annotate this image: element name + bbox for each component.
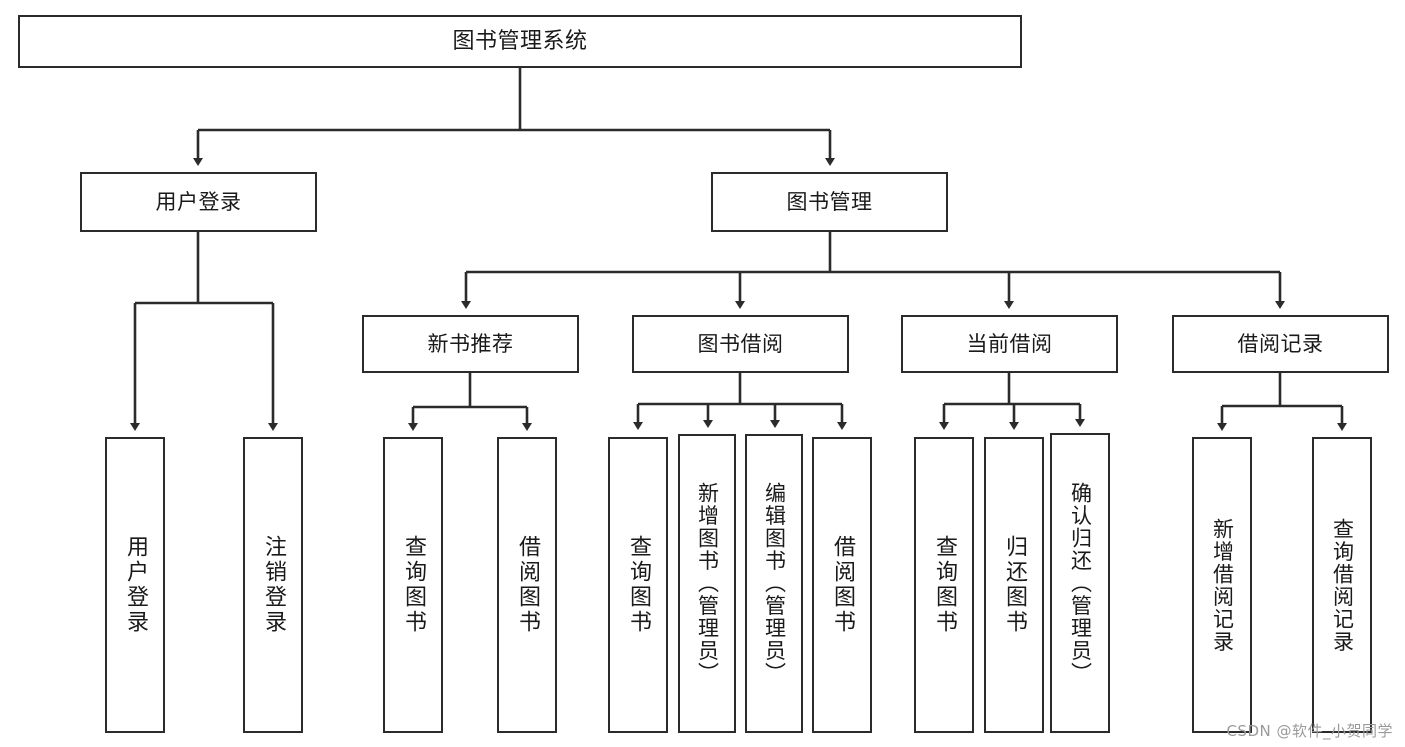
node-new-book-recommend[interactable]: 新书推荐 [362, 315, 579, 373]
node-leaf-user-login-label: 用户登录 [123, 535, 148, 635]
node-leaf-edit-book-admin[interactable]: 编辑图书（管理员） [745, 434, 803, 733]
node-book-manage-label: 图书管理 [786, 189, 873, 214]
node-leaf-query-book-3[interactable]: 查询图书 [914, 437, 974, 733]
node-leaf-borrow-book-1[interactable]: 借阅图书 [497, 437, 557, 733]
node-leaf-confirm-return-admin-label: 确认归还（管理员） [1068, 481, 1093, 685]
watermark: CSDN @软件_小贺同学 [1226, 722, 1393, 740]
node-user-login-label: 用户登录 [155, 189, 242, 214]
node-leaf-query-book-2-label: 查询图书 [626, 535, 651, 635]
node-leaf-add-book-admin[interactable]: 新增图书（管理员） [678, 434, 736, 733]
node-leaf-query-borrow-record-label: 查询借阅记录 [1330, 517, 1355, 653]
node-current-borrow[interactable]: 当前借阅 [901, 315, 1118, 373]
node-leaf-query-book-3-label: 查询图书 [932, 535, 957, 635]
node-user-login[interactable]: 用户登录 [80, 172, 317, 232]
node-book-borrow-label: 图书借阅 [697, 331, 784, 356]
node-borrow-record-label: 借阅记录 [1237, 331, 1324, 356]
node-borrow-record[interactable]: 借阅记录 [1172, 315, 1389, 373]
node-leaf-add-book-admin-label: 新增图书（管理员） [695, 482, 720, 685]
node-new-book-recommend-label: 新书推荐 [427, 331, 514, 356]
node-current-borrow-label: 当前借阅 [966, 331, 1053, 356]
node-leaf-borrow-book-2-label: 借阅图书 [830, 535, 855, 635]
node-book-manage[interactable]: 图书管理 [711, 172, 948, 232]
node-root-book-management-system[interactable]: 图书管理系统 [18, 15, 1022, 68]
node-leaf-borrow-book-1-label: 借阅图书 [515, 535, 540, 635]
node-leaf-logout-login-label: 注销登录 [261, 535, 286, 635]
node-leaf-user-login[interactable]: 用户登录 [105, 437, 165, 733]
node-leaf-add-borrow-record-label: 新增借阅记录 [1210, 517, 1235, 653]
node-leaf-query-borrow-record[interactable]: 查询借阅记录 [1312, 437, 1372, 733]
node-leaf-add-borrow-record[interactable]: 新增借阅记录 [1192, 437, 1252, 733]
node-leaf-edit-book-admin-label: 编辑图书（管理员） [762, 482, 787, 685]
node-leaf-confirm-return-admin[interactable]: 确认归还（管理员） [1050, 433, 1110, 733]
node-leaf-borrow-book-2[interactable]: 借阅图书 [812, 437, 872, 733]
node-leaf-query-book-2[interactable]: 查询图书 [608, 437, 668, 733]
node-root-label: 图书管理系统 [452, 28, 588, 54]
node-leaf-return-book[interactable]: 归还图书 [984, 437, 1044, 733]
node-leaf-query-book-1-label: 查询图书 [401, 535, 426, 635]
node-leaf-return-book-label: 归还图书 [1002, 535, 1027, 635]
node-leaf-query-book-1[interactable]: 查询图书 [383, 437, 443, 733]
node-book-borrow[interactable]: 图书借阅 [632, 315, 849, 373]
node-leaf-logout-login[interactable]: 注销登录 [243, 437, 303, 733]
